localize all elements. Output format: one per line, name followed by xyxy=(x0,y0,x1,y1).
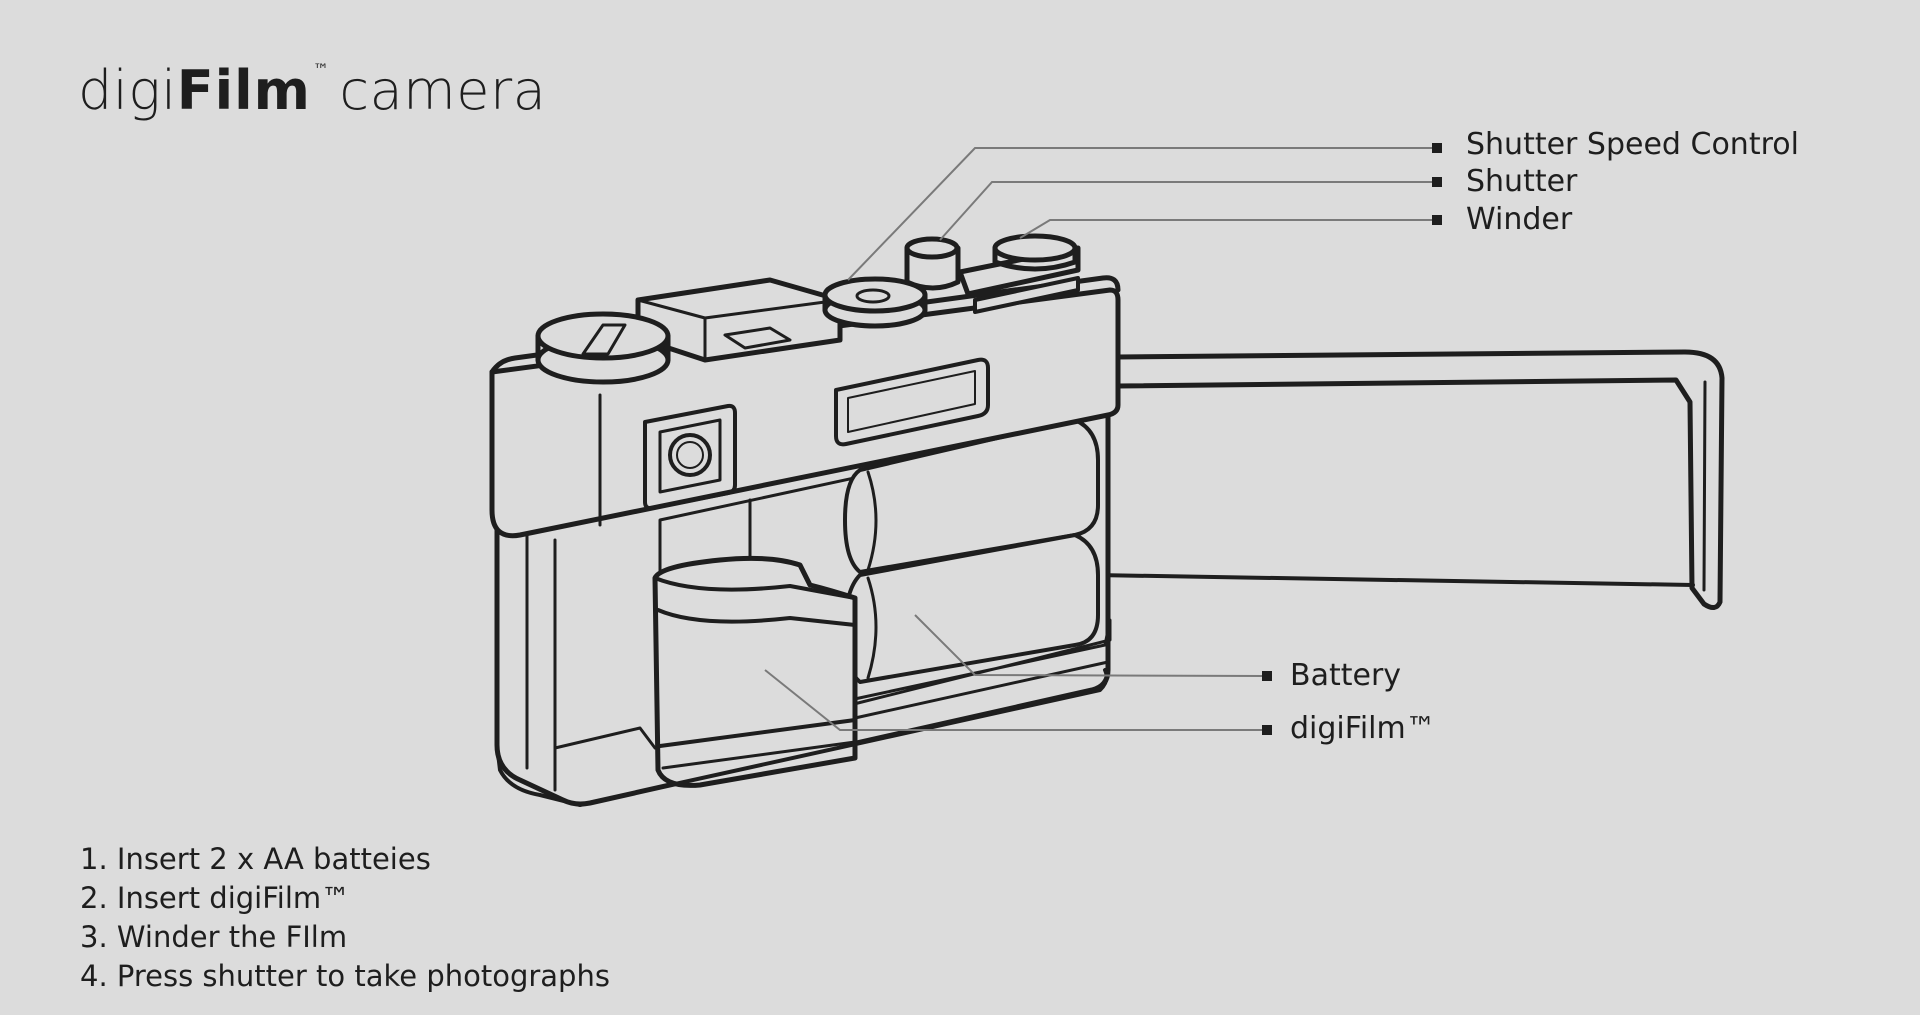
battery-compartment xyxy=(843,418,1112,720)
leader-markers xyxy=(1262,143,1442,735)
leader-winder xyxy=(1019,219,1433,239)
film-cartridge xyxy=(652,555,858,788)
title-part-film: Film xyxy=(176,59,311,122)
label-digifilm: digiFilm™ xyxy=(1290,711,1436,746)
marker-shutter-speed-control xyxy=(1432,143,1442,153)
leader-shutter-speed-control xyxy=(847,147,1433,281)
title-trademark: ™ xyxy=(312,60,330,79)
instruction-step: 3. Winder the FIlm xyxy=(80,920,348,954)
leader-digifilm xyxy=(764,669,1263,731)
marker-winder xyxy=(1432,215,1442,225)
label-battery: Battery xyxy=(1290,658,1402,693)
leader-lines xyxy=(764,147,1433,731)
shutter-button xyxy=(904,236,961,291)
marker-digifilm xyxy=(1262,725,1272,735)
title-part-digi: digi xyxy=(78,59,177,122)
label-shutter: Shutter xyxy=(1466,164,1578,199)
instructions-list: 1. Insert 2 x AA batteies 2. Insert digi… xyxy=(80,840,610,996)
winder-lever xyxy=(957,233,1081,314)
title-part-camera: camera xyxy=(339,59,547,122)
instruction-step: 2. Insert digiFilm™ xyxy=(80,881,351,915)
leader-shutter xyxy=(939,181,1433,241)
label-shutter-speed-control: Shutter Speed Control xyxy=(1466,127,1799,162)
marker-shutter xyxy=(1432,177,1442,187)
instruction-step: 1. Insert 2 x AA batteies xyxy=(80,842,431,876)
instruction-step: 4. Press shutter to take photographs xyxy=(80,959,610,993)
leader-battery xyxy=(914,614,1264,677)
marker-battery xyxy=(1262,671,1272,681)
label-winder: Winder xyxy=(1466,202,1573,237)
shutter-speed-dial xyxy=(822,276,928,329)
base-plate xyxy=(495,668,1109,807)
film-door xyxy=(1093,349,1725,610)
rewind-knob xyxy=(535,311,671,385)
